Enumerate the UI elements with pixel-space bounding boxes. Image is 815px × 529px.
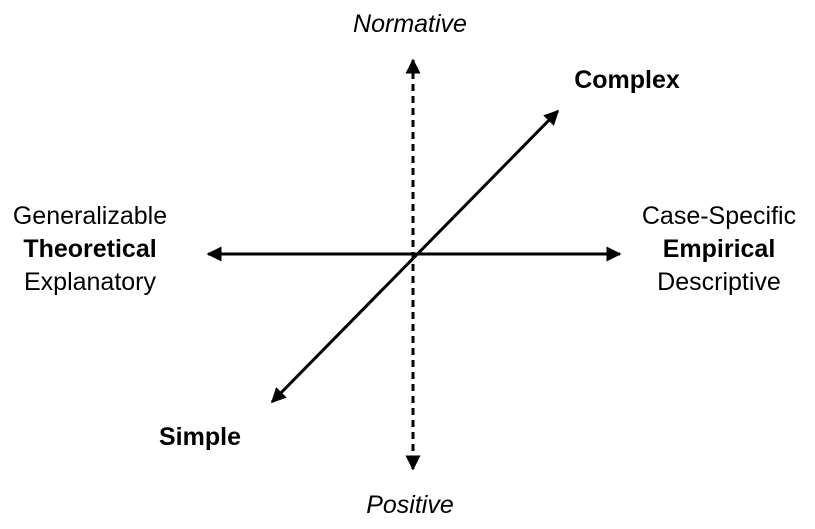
complex-label: Complex: [574, 66, 680, 94]
theoretical-label: Theoretical: [23, 235, 157, 263]
left-label-stack: Generalizable Theoretical Explanatory: [0, 200, 180, 299]
normative-label: Normative: [353, 10, 467, 38]
diagonal-axis: [270, 109, 560, 404]
right-label-stack: Case-Specific Empirical Descriptive: [625, 200, 813, 299]
explanatory-label: Explanatory: [23, 268, 157, 296]
descriptive-label: Descriptive: [657, 268, 781, 296]
case-specific-label: Case-Specific: [641, 202, 797, 230]
generalizable-label: Generalizable: [12, 202, 168, 230]
positive-label: Positive: [366, 491, 454, 519]
empirical-label: Empirical: [662, 235, 776, 263]
simple-label: Simple: [159, 423, 241, 451]
